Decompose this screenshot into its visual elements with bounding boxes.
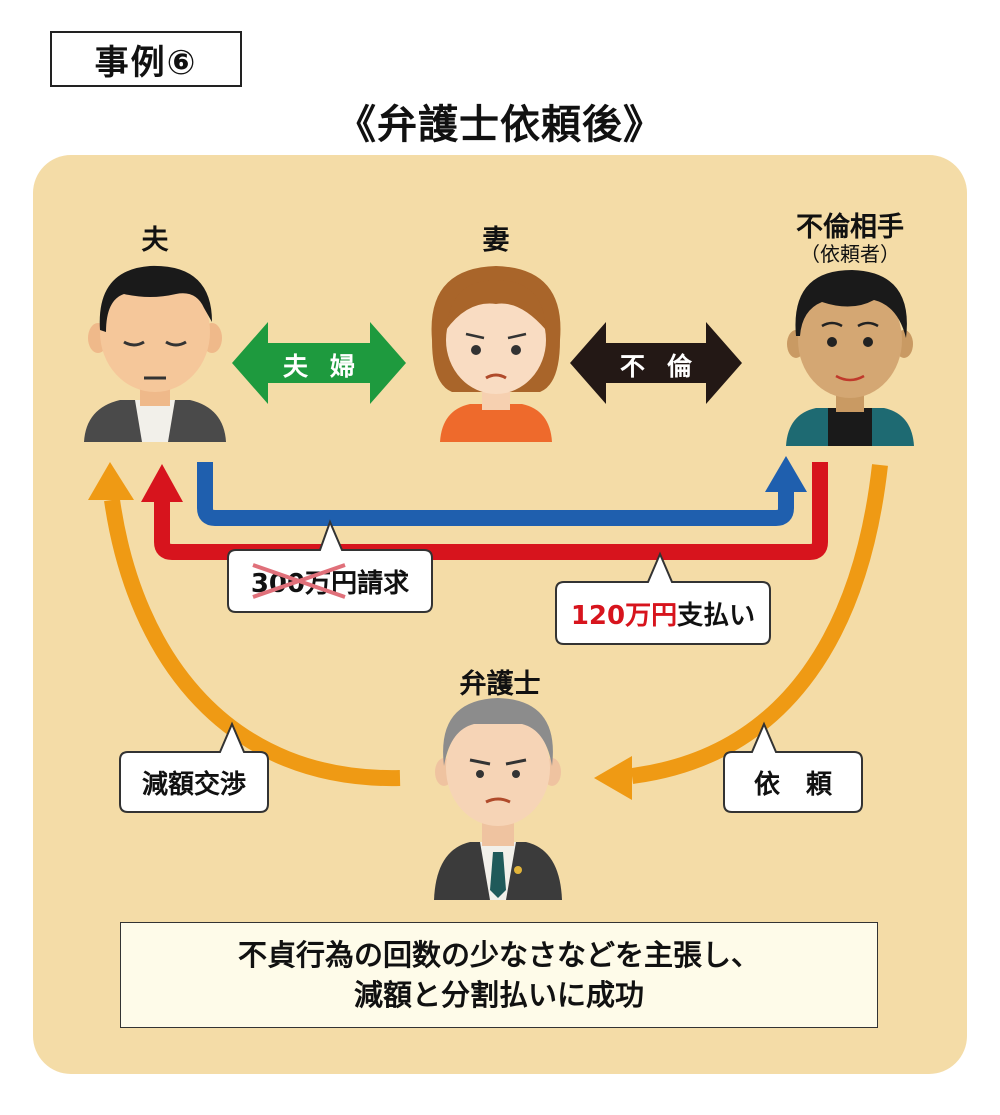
payment-callout-bubble [555,551,771,645]
lawyer-label: 弁護士 [459,669,541,700]
claim-suffix: 請求 [357,568,410,599]
couple-arrow [232,322,406,404]
claim-amount-struck: 300万円 [251,562,357,600]
wife-label: 妻 [482,225,510,256]
affair-partner-label: 不倫相手 [796,212,904,243]
husband-avatar [84,265,226,442]
couple-arrow-label: 夫婦 [282,352,377,381]
request-arrow [594,464,888,800]
lawyer-avatar [434,698,562,900]
payment-suffix: 支払い [677,600,756,631]
negotiation-callout: 減額交渉 [141,769,246,800]
husband-label: 夫 [141,225,169,256]
payment-arrow [141,462,828,560]
payment-callout: 120万円 支払い [556,582,770,644]
strikethrough-cross [252,562,346,599]
summary-box: 不貞行為の回数の少なさなどを主張し、 減額と分割払いに成功 [120,922,878,1028]
summary-line-2: 減額と分割払いに成功 [353,978,644,1012]
affair-arrow [570,322,742,404]
claim-callout: 300万円 請求 [228,550,432,612]
wife-avatar [431,266,561,442]
claim-arrow [197,456,807,526]
affair-partner-avatar [786,270,914,446]
negotiation-arrow [88,462,401,787]
negotiation-callout-bubble [119,721,269,813]
request-callout: 依 頼 [753,769,832,800]
summary-line-1: 不貞行為の回数の少なさなどを主張し、 [237,938,760,972]
case-label: 事例⑥ [50,31,242,87]
request-callout-bubble [723,721,863,813]
page-title: 《弁護士依頼後》 [336,102,664,148]
payment-amount: 120万円 [570,600,678,631]
affair-partner-sublabel: （依頼者） [800,242,900,266]
affair-arrow-label: 不倫 [619,352,714,381]
